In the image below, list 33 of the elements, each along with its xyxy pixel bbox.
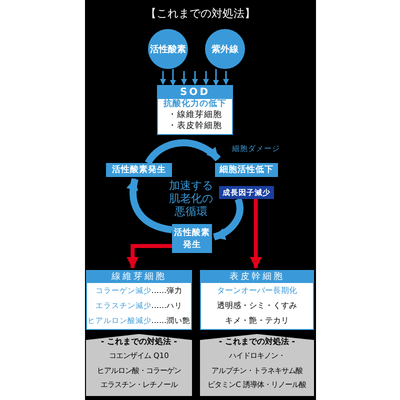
title: 【これまでの対処法】 [144, 6, 256, 21]
box-heading: 表皮幹細胞 [201, 271, 313, 283]
factor-box [219, 186, 274, 199]
box-label: 細胞活性低下 [218, 164, 274, 176]
arrow [170, 69, 176, 86]
list-item: ・線維芽細胞 [167, 110, 223, 121]
cell-box [200, 270, 314, 330]
note-heading: - これまでの対処法 - [100, 336, 178, 348]
effect-text: 透明感・シミ・くすみ [216, 300, 298, 312]
cycle-arrow [145, 139, 221, 165]
effect-text: キメ・艶・テカリ [224, 315, 290, 327]
flow-arrow [250, 199, 262, 269]
circle-label: 紫外線 [212, 43, 238, 56]
note-panel [200, 334, 314, 396]
cycle-caption: 加速する肌老化の悪循環 [168, 179, 214, 218]
box-label: 活性酸素発生 [111, 164, 167, 176]
list-item: ・表皮幹細胞 [167, 121, 223, 132]
box-subheading: 抗酸化力の低下 [162, 99, 228, 110]
process-box [106, 163, 172, 177]
box-heading: SOD [158, 86, 232, 99]
note-heading: - これまでの対処法 - [218, 336, 296, 348]
cycle-arrow [126, 178, 173, 234]
process-box [215, 163, 278, 177]
cell-box [86, 270, 192, 330]
cycle-arrow [212, 198, 244, 240]
arrow [212, 69, 219, 86]
note-panel [86, 334, 192, 396]
box-label: 活性酸素発生 [173, 226, 211, 250]
box-heading: 線維芽細胞 [87, 271, 191, 283]
flow-arrow [126, 244, 172, 269]
sod-box [157, 85, 233, 135]
cause-text: ターンオーバー長期化 [216, 285, 298, 297]
circle-label: 活性酸素 [150, 43, 186, 56]
